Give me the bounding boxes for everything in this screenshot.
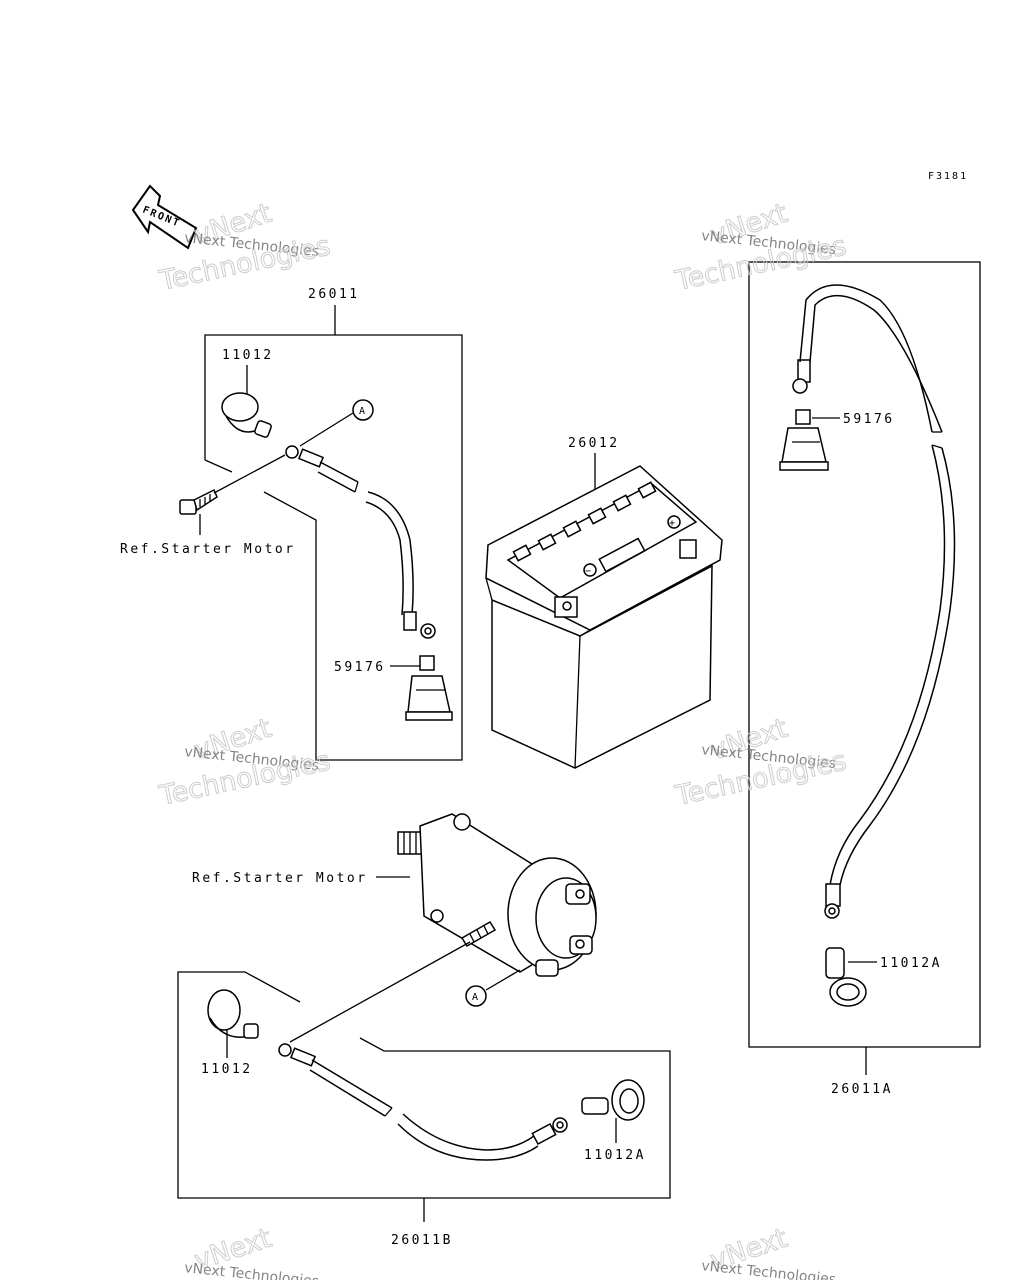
callout-circle-a-bottom (465, 985, 487, 1007)
assembly-26011A: 26011A 59176 11012A (748, 261, 981, 1097)
part-label-59176-left: 59176 (334, 660, 386, 675)
battery-minus-symbol: − (585, 566, 593, 577)
watermark-top-right: vNext vNext Technologies Technologies (672, 197, 850, 297)
assembly-label-26011B: 26011B (391, 1233, 453, 1248)
assembly-26011: 26011 11012 A Ref.Starter Motor (120, 287, 463, 761)
elbow-cap-bottom-icon (581, 1079, 645, 1121)
battery-plus-symbol: + (669, 518, 677, 529)
part-label-11012-top: 11012 (222, 348, 274, 363)
part-label-11012A-bottom: 11012A (584, 1148, 646, 1163)
svg-text:vNext Technologies: vNext Technologies (701, 1258, 837, 1280)
watermark-top-left: vNext vNext Technologies Technologies (156, 197, 334, 297)
bottom-battery-cable-icon (278, 1043, 568, 1161)
battery-cable-icon (285, 445, 436, 639)
battery-26012: 26012 − + (485, 436, 723, 769)
assembly-26011B: 26011B 11012 11012A (177, 971, 671, 1248)
starter-motor-icon (397, 813, 597, 977)
watermark-middle-left: vNext vNext Technologies Technologies (156, 712, 334, 812)
callout-circle-a-top (352, 399, 374, 421)
watermark-middle-right: vNext vNext Technologies Technologies (672, 712, 850, 812)
battery-terminal-cap-icon (221, 392, 272, 438)
battery-icon: − + (485, 465, 723, 769)
part-label-11012-bottom: 11012 (201, 1062, 253, 1077)
watermark-bottom-right: vNext vNext Technologies (701, 1222, 837, 1280)
assembly-label-26012: 26012 (568, 436, 620, 451)
bolt-icon (179, 488, 218, 515)
assembly-label-26011A: 26011A (831, 1082, 893, 1097)
ref-starter-motor-bottom: Ref.Starter Motor (192, 871, 368, 886)
svg-text:vNext Technologies: vNext Technologies (184, 1260, 320, 1280)
callout-a-bottom: A (472, 992, 480, 1003)
terminal-boot-right-icon (779, 409, 829, 471)
assembly-frame-26011A (748, 261, 981, 1048)
ref-starter-motor-top: Ref.Starter Motor (120, 542, 296, 557)
starter-stud-icon (460, 920, 497, 948)
assembly-label-26011: 26011 (308, 287, 360, 302)
elbow-cap-right-icon (825, 947, 867, 1007)
callout-a-top: A (359, 406, 367, 417)
watermark-bottom-left: vNext vNext Technologies (184, 1222, 320, 1280)
figure-code: F3181 (928, 171, 968, 182)
part-label-59176-right: 59176 (843, 412, 895, 427)
terminal-boot-icon (405, 655, 453, 721)
long-battery-cable-icon (792, 284, 956, 919)
part-label-11012A-right: 11012A (880, 956, 942, 971)
starter-motor: Ref.Starter Motor A (192, 813, 597, 1043)
battery-terminal-cap-bottom-icon (207, 989, 259, 1039)
